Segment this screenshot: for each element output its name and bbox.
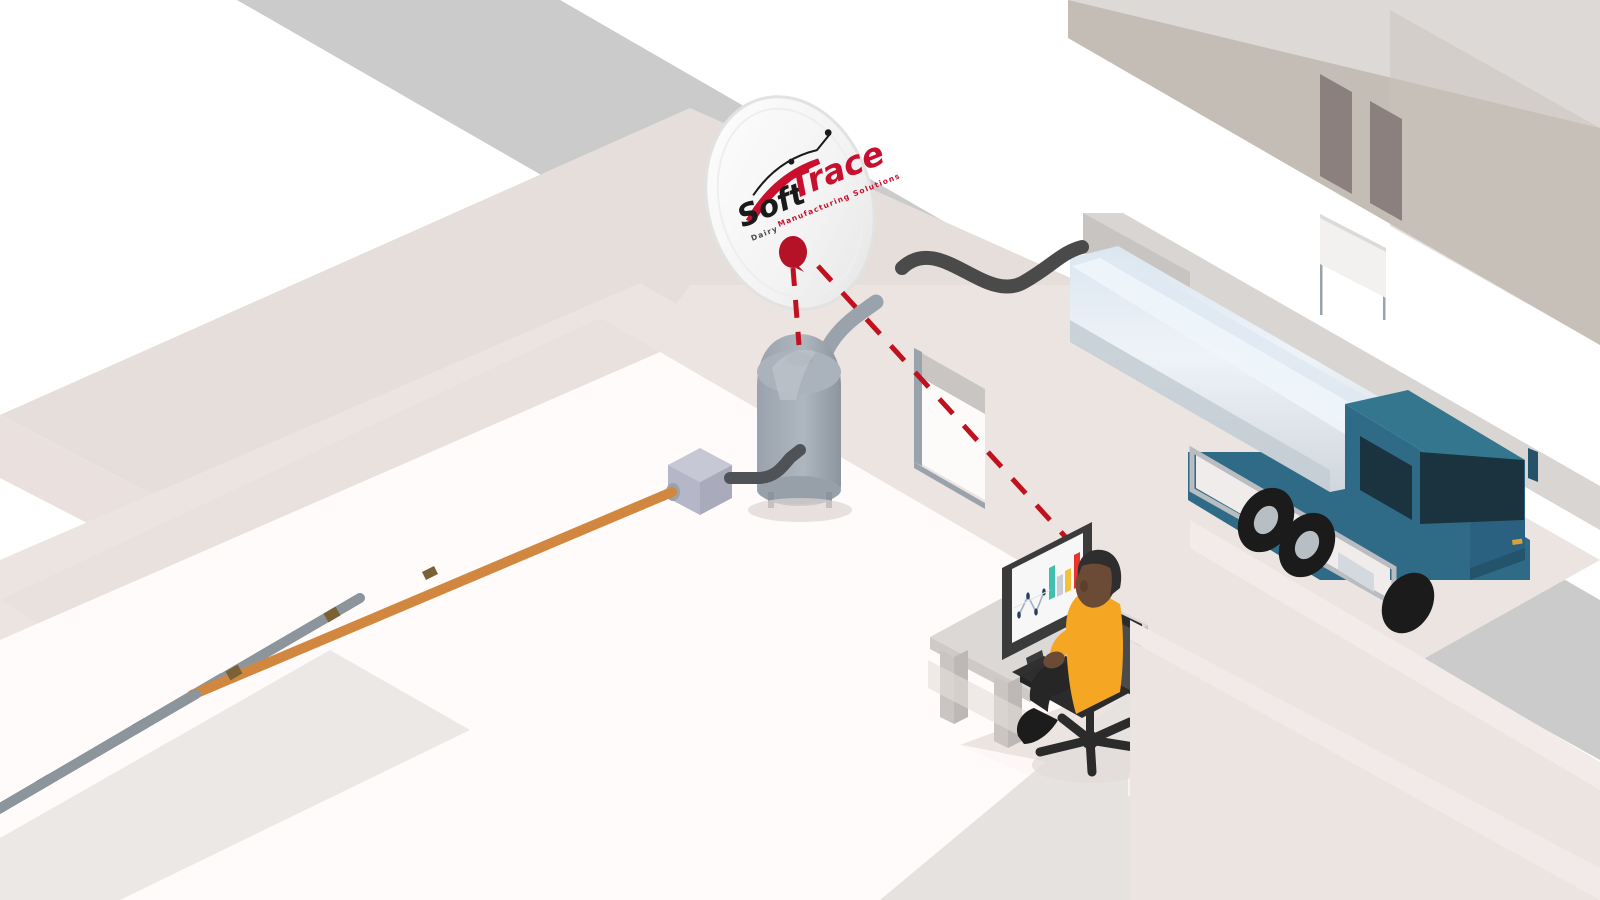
- truck-bumper: [1470, 548, 1525, 580]
- chart-bar-amber: [1065, 568, 1071, 593]
- warehouse-doorway: [914, 348, 985, 509]
- truck-indicator-icon: [1512, 538, 1523, 545]
- data-cable: [895, 240, 1089, 294]
- silo-leg-left: [768, 492, 774, 508]
- dish-inner-ring: [716, 107, 864, 299]
- operator-hair-back: [1102, 552, 1122, 596]
- pipeline-joint-4: [323, 606, 341, 623]
- signal-line-to-tank: [790, 267, 802, 346]
- doorway-frame: [914, 348, 922, 466]
- truck-fuel-tank: [1338, 552, 1374, 592]
- operator-hand: [1043, 651, 1065, 669]
- pipeline-gray-overlay-lower: [0, 689, 201, 815]
- process-pipeline: [0, 487, 677, 815]
- milk-tanker-truck: [1070, 246, 1538, 634]
- chart-bar-gray: [1057, 574, 1063, 597]
- pipeline-orange-segment: [187, 487, 677, 700]
- lower-wall-band-shadow: [0, 318, 660, 636]
- valve-box-left: [668, 465, 700, 515]
- truck-wheels: [1237, 487, 1435, 634]
- truck-tank-top-sheen: [1072, 258, 1390, 436]
- building-window-left-icon: [1320, 74, 1352, 194]
- floor-bottom-strip: [0, 650, 470, 900]
- foreground-wall-right-top: [1130, 620, 1600, 900]
- silo-highlight: [772, 349, 816, 400]
- blank-sign-board: [1320, 214, 1386, 320]
- logo-swoosh-dot-2: [824, 129, 832, 137]
- office-chair-base: [1035, 700, 1145, 777]
- office-building-shade: [1390, 10, 1600, 345]
- pipeline-joint-5: [421, 565, 439, 581]
- foreground-slab-right-top: [1190, 520, 1600, 790]
- logo-swoosh-icon: [752, 133, 831, 196]
- operator-shoe: [1016, 708, 1058, 744]
- dish-rim: [704, 95, 876, 311]
- building-window-right-icon: [1370, 101, 1402, 221]
- doorway-sill: [914, 462, 985, 509]
- logo-swoosh-dot-1: [788, 158, 795, 165]
- desk-shadow: [928, 660, 1032, 742]
- chart-bar-teal: [1049, 565, 1055, 600]
- monitor-screen: [1012, 533, 1083, 643]
- dish-plate: [705, 96, 875, 310]
- operator-ear: [1080, 580, 1088, 592]
- pipeline-joint-3: [225, 664, 243, 681]
- truck-windshield-side-icon: [1360, 436, 1412, 520]
- operator-head: [1075, 556, 1117, 608]
- seated-operator: [1016, 549, 1148, 783]
- signal-line-to-workstation: [816, 264, 1094, 568]
- monitor-chart: [1013, 552, 1080, 619]
- silo-base: [757, 476, 841, 504]
- truck-windshield-front-icon: [1420, 452, 1524, 524]
- valve-box-right: [700, 465, 732, 515]
- truck-tank-lower-shade: [1070, 320, 1330, 492]
- truck-mirror-icon: [1528, 448, 1538, 482]
- dish-feed-horn: [779, 236, 807, 272]
- silo-feed-pipe: [724, 444, 806, 484]
- valve-control-box: [666, 448, 732, 515]
- silo-shadow: [748, 498, 852, 522]
- chart-trend-line: [1018, 591, 1045, 616]
- logo-swoosh-red-icon: [745, 158, 821, 224]
- operator-torso: [1066, 588, 1123, 714]
- silo-leg-right: [826, 492, 832, 508]
- doorway-header: [920, 352, 985, 414]
